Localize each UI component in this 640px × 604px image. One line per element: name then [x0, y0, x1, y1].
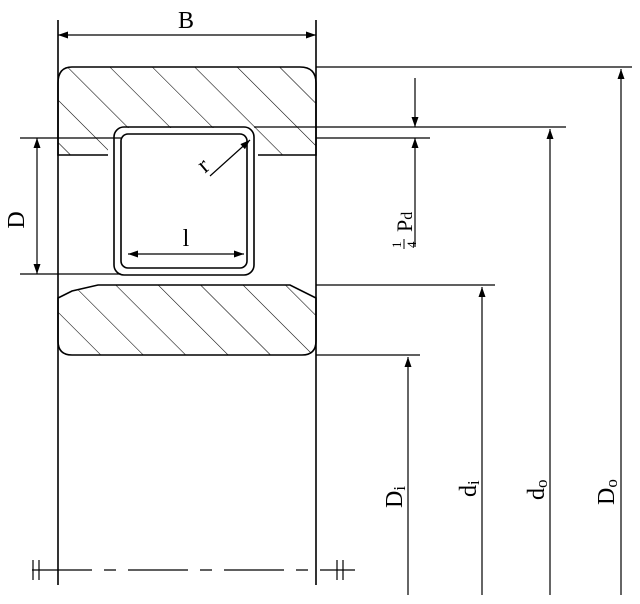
extension-lines — [254, 66, 632, 356]
roller-diameter-label: D — [4, 211, 30, 228]
corner-radius-leader — [209, 139, 251, 177]
inner-diameter-label: Di — [382, 486, 409, 508]
width-label: B — [178, 8, 194, 34]
roller-diameter-dimension — [20, 137, 121, 275]
outer-diameter-label: Do — [594, 479, 621, 505]
outer-raceway-label: do — [524, 480, 551, 501]
centerline — [32, 560, 355, 580]
inner-raceway-label: di — [456, 480, 483, 497]
clearance-fraction-top: 1 — [389, 242, 404, 249]
roller-length-label: l — [183, 226, 190, 252]
roller — [113, 126, 255, 276]
clearance-fraction-bottom: 4 — [404, 241, 419, 248]
clearance-label: 1 4 Pd — [389, 212, 419, 249]
inner-ring — [57, 284, 317, 356]
clearance-symbol: Pd — [392, 212, 417, 232]
roller-pocket — [108, 128, 258, 274]
